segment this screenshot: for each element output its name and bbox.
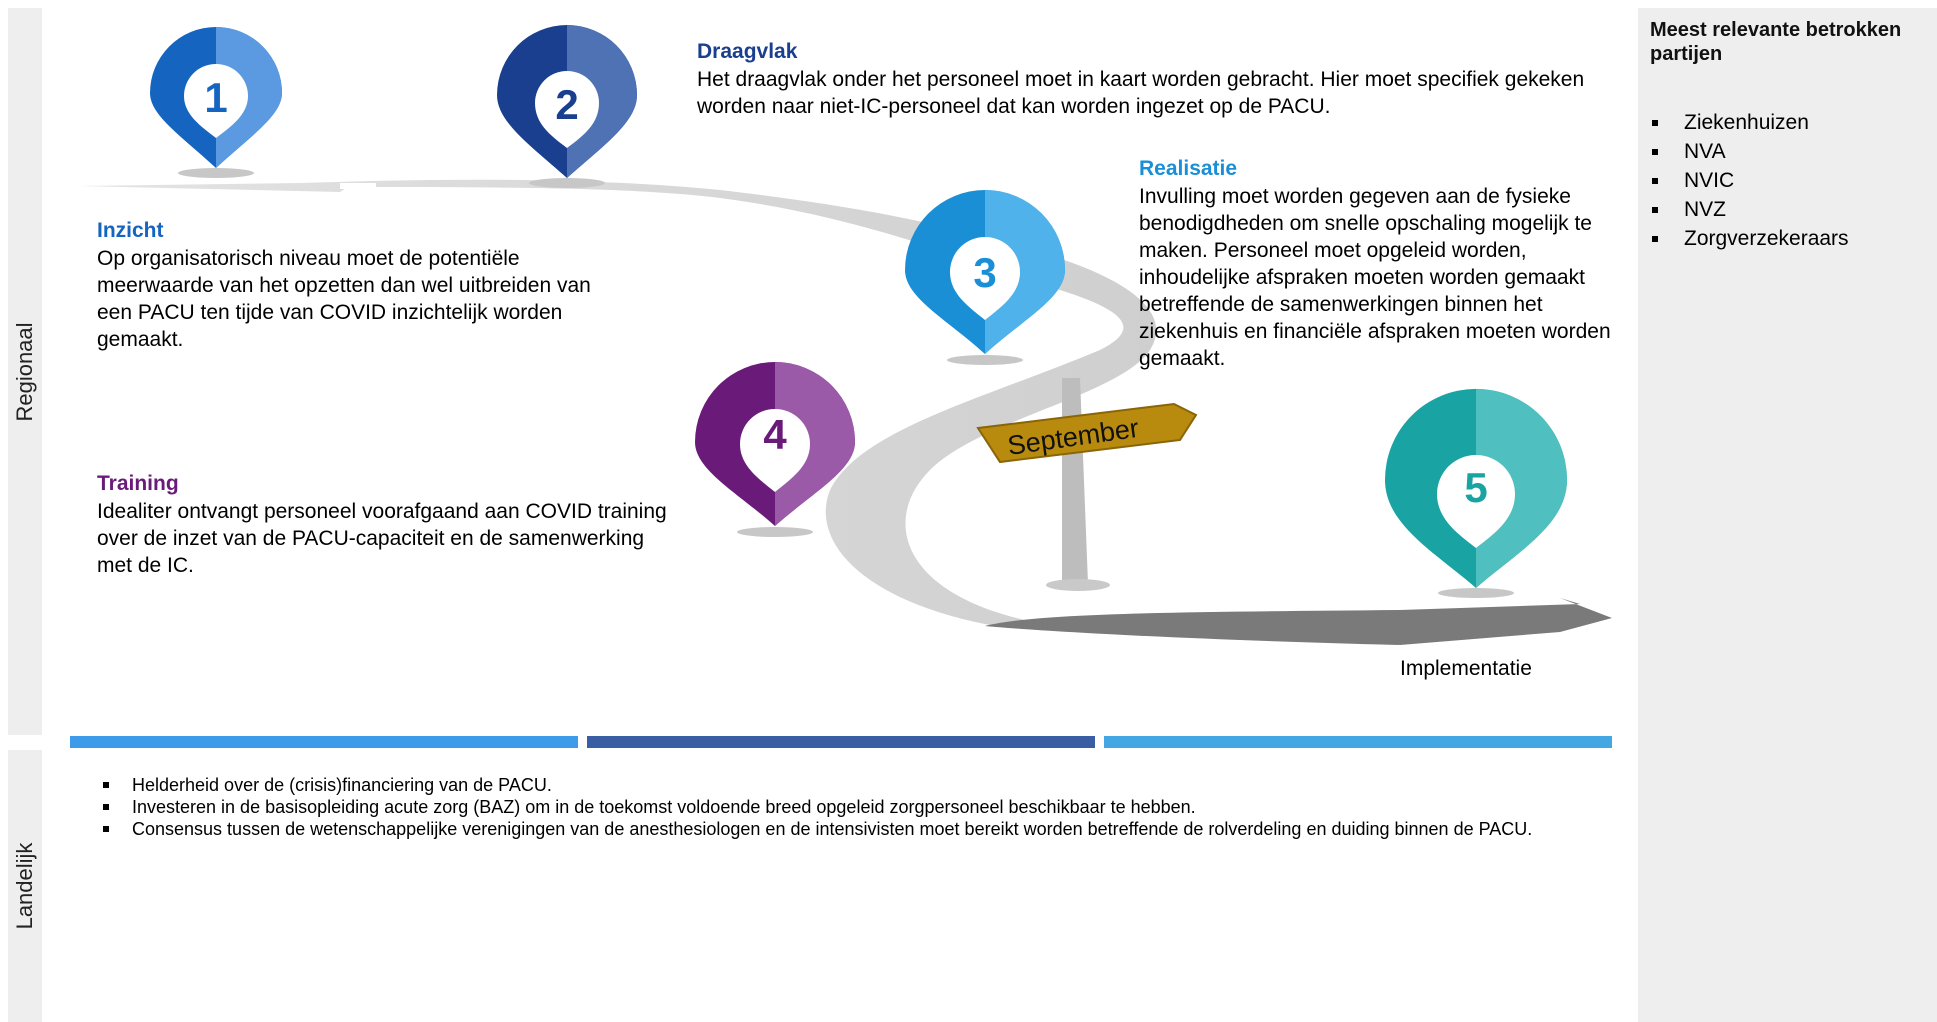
step-4-title: Training bbox=[97, 472, 179, 495]
step-2-number: 2 bbox=[555, 81, 578, 128]
implementation-arrow bbox=[985, 598, 1612, 645]
step-4-body: Idealiter ontvangt personeel voorafgaand… bbox=[97, 500, 667, 577]
stakeholder-item: NVZ bbox=[1650, 195, 1849, 224]
step-5-number: 5 bbox=[1464, 464, 1487, 511]
step-2-pin: 2 bbox=[497, 25, 637, 188]
national-side-tab: Landelijk bbox=[8, 750, 42, 1022]
phase-bar-1 bbox=[70, 736, 578, 748]
step-1-number: 1 bbox=[204, 74, 227, 121]
national-item: Consensus tussen de wetenschappelijke ve… bbox=[103, 818, 1615, 840]
implementation-label: Implementatie bbox=[1400, 657, 1532, 680]
stakeholders-list: Ziekenhuizen NVA NVIC NVZ Zorgverzekeraa… bbox=[1650, 108, 1849, 253]
stakeholders-panel: Meest relevante betrokken partijen Zieke… bbox=[1638, 8, 1937, 1022]
step-3-body: Invulling moet worden gegeven aan de fys… bbox=[1139, 185, 1611, 370]
road-path bbox=[78, 179, 1157, 626]
regional-side-tab: Regionaal bbox=[8, 8, 42, 735]
stakeholder-item: NVIC bbox=[1650, 166, 1849, 195]
phase-bar-3 bbox=[1104, 736, 1612, 748]
step-2-body: Het draagvlak onder het personeel moet i… bbox=[697, 68, 1585, 118]
step-3-number: 3 bbox=[973, 249, 996, 296]
stakeholder-item: Zorgverzekeraars bbox=[1650, 224, 1849, 253]
step-4-number: 4 bbox=[763, 411, 787, 458]
step-1-pin: 1 bbox=[150, 27, 282, 178]
national-item: Investeren in de basisopleiding acute zo… bbox=[103, 796, 1615, 818]
step-2-title: Draagvlak bbox=[697, 40, 798, 63]
stakeholder-item: Ziekenhuizen bbox=[1650, 108, 1849, 137]
stakeholders-title: Meest relevante betrokken partijen bbox=[1650, 19, 1902, 65]
stakeholder-item: NVA bbox=[1650, 137, 1849, 166]
signpost-board: September bbox=[976, 402, 1198, 464]
national-item: Helderheid over de (crisis)financiering … bbox=[103, 774, 1615, 796]
step-1-body: Op organisatorisch niveau moet de potent… bbox=[97, 247, 591, 351]
step-1-title: Inzicht bbox=[97, 219, 164, 242]
step-3-title: Realisatie bbox=[1139, 157, 1238, 180]
national-list: Helderheid over de (crisis)financiering … bbox=[103, 774, 1615, 840]
phase-bar-2 bbox=[587, 736, 1095, 748]
signpost-pole bbox=[1062, 378, 1088, 584]
step-3-pin: 3 bbox=[905, 190, 1065, 365]
step-5-pin: 5 bbox=[1385, 388, 1568, 598]
step-4-pin: 4 bbox=[695, 362, 855, 537]
